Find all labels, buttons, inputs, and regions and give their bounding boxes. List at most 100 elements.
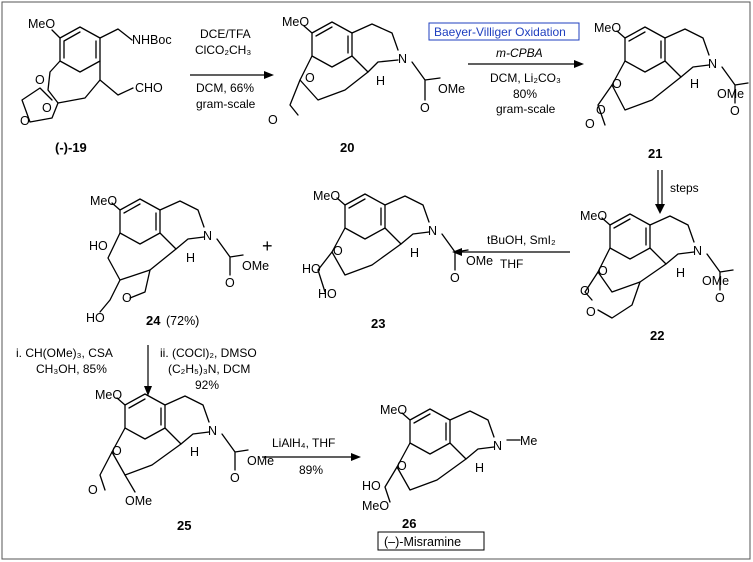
svg-text:80%: 80% xyxy=(513,87,537,101)
svg-text:tBuOH, SmI₂: tBuOH, SmI₂ xyxy=(487,233,556,247)
arrow-s2 xyxy=(468,60,584,68)
arrow-s3 xyxy=(655,170,665,214)
svg-text:MeO: MeO xyxy=(282,15,309,29)
svg-text:OMe: OMe xyxy=(125,494,152,508)
svg-text:HO: HO xyxy=(89,239,108,253)
compound-22-label: 22 xyxy=(650,328,664,343)
svg-text:O: O xyxy=(268,113,278,127)
compound-23-label: 23 xyxy=(371,316,385,331)
svg-text:O: O xyxy=(596,103,606,117)
svg-text:92%: 92% xyxy=(195,378,219,392)
svg-text:gram-scale: gram-scale xyxy=(196,97,256,111)
svg-text:H: H xyxy=(475,461,484,475)
conditions-s5: i. CH(OMe)₃, CSA CH₃OH, 85% ii. (COCl)₂,… xyxy=(16,346,257,392)
svg-text:ClCO₂CH₃: ClCO₂CH₃ xyxy=(195,43,251,57)
svg-text:OMe: OMe xyxy=(438,82,465,96)
svg-text:CH₃OH, 85%: CH₃OH, 85% xyxy=(36,362,107,376)
svg-text:MeO: MeO xyxy=(90,194,117,208)
svg-text:O: O xyxy=(112,444,122,458)
c19-cho: CHO xyxy=(135,81,163,95)
svg-text:OMe: OMe xyxy=(247,454,274,468)
svg-text:MeO: MeO xyxy=(95,388,122,402)
svg-text:N: N xyxy=(398,52,407,66)
svg-text:O: O xyxy=(580,284,590,298)
conditions-s1: DCE/TFA ClCO₂CH₃ DCM, 66% gram-scale xyxy=(195,27,256,111)
svg-text:H: H xyxy=(186,251,195,265)
svg-text:H: H xyxy=(376,74,385,88)
svg-text:N: N xyxy=(203,229,212,243)
svg-text:O: O xyxy=(20,114,30,128)
baeyer-villiger-box: Baeyer-Villiger Oxidation xyxy=(428,22,580,41)
svg-text:MeO: MeO xyxy=(313,189,340,203)
svg-text:LiAlH₄, THF: LiAlH₄, THF xyxy=(272,436,335,450)
svg-text:HO: HO xyxy=(302,262,321,276)
compound-25-label: 25 xyxy=(177,518,191,533)
compound-24: MeO HO HO O N H O OMe 24 (72%) xyxy=(86,194,269,328)
svg-text:(C₂H₅)₃N, DCM: (C₂H₅)₃N, DCM xyxy=(168,362,250,376)
svg-text:O: O xyxy=(612,77,622,91)
svg-text:HO: HO xyxy=(362,479,381,493)
compound-26: MeO HO MeO N H Me O 26 (–)-Misramine xyxy=(362,403,537,551)
svg-text:H: H xyxy=(690,77,699,91)
svg-text:OMe: OMe xyxy=(717,87,744,101)
compound-26-label: 26 xyxy=(402,516,416,531)
svg-text:DCM, Li₂CO₃: DCM, Li₂CO₃ xyxy=(490,71,561,85)
svg-text:N: N xyxy=(708,57,717,71)
svg-text:steps: steps xyxy=(670,181,699,195)
svg-text:DCM, 66%: DCM, 66% xyxy=(196,81,254,95)
compound-23: MeO HO HO N H O OMe O 23 xyxy=(302,189,493,331)
svg-text:89%: 89% xyxy=(299,463,323,477)
arrow-s4 xyxy=(452,248,570,256)
compound-19-label: (-)-19 xyxy=(55,140,87,155)
svg-text:Me: Me xyxy=(520,434,537,448)
svg-text:N: N xyxy=(428,224,437,238)
compound-20-label: 20 xyxy=(340,140,354,155)
svg-text:H: H xyxy=(410,246,419,260)
svg-text:O: O xyxy=(598,264,608,278)
compound-24-label: 24 xyxy=(146,313,161,328)
svg-text:O: O xyxy=(397,459,407,473)
svg-text:O: O xyxy=(122,291,132,305)
svg-text:O: O xyxy=(730,104,740,118)
conditions-s2: m-CPBA DCM, Li₂CO₃ 80% gram-scale xyxy=(490,46,561,116)
svg-text:MeO: MeO xyxy=(380,403,407,417)
svg-text:H: H xyxy=(190,445,199,459)
svg-text:ii. (COCl)₂, DMSO: ii. (COCl)₂, DMSO xyxy=(160,346,257,360)
c19-meo: MeO xyxy=(28,17,55,31)
svg-text:HO: HO xyxy=(318,287,337,301)
svg-text:N: N xyxy=(208,424,217,438)
product-name: (–)-Misramine xyxy=(384,535,461,549)
compound-19: MeO NHBoc CHO O O O (-)-19 xyxy=(20,17,172,155)
svg-text:O: O xyxy=(715,291,725,305)
svg-text:OMe: OMe xyxy=(466,254,493,268)
plus-sign: + xyxy=(262,236,273,256)
svg-text:O: O xyxy=(305,71,315,85)
svg-text:O: O xyxy=(586,305,596,319)
svg-text:HO: HO xyxy=(86,311,105,325)
svg-text:i. CH(OMe)₃, CSA: i. CH(OMe)₃, CSA xyxy=(16,346,113,360)
svg-text:MeO: MeO xyxy=(580,209,607,223)
svg-text:MeO: MeO xyxy=(362,499,389,513)
svg-text:OMe: OMe xyxy=(242,259,269,273)
compound-21: MeO O N H O OMe O O 21 xyxy=(585,21,749,161)
product-name-box xyxy=(377,531,485,551)
svg-text:N: N xyxy=(493,439,502,453)
svg-text:O: O xyxy=(42,101,52,115)
svg-text:THF: THF xyxy=(500,257,523,271)
svg-text:O: O xyxy=(35,73,45,87)
compound-22: MeO O N H O OMe O O 22 xyxy=(580,209,734,343)
compound-25: MeO O OMe N H O OMe O 25 xyxy=(88,388,274,533)
conditions-s4: tBuOH, SmI₂ THF xyxy=(487,233,556,271)
svg-text:O: O xyxy=(450,271,460,285)
arrow-s6 xyxy=(262,453,361,461)
arrow-s1 xyxy=(190,71,274,79)
compound-20: MeO O N H O OMe O 20 xyxy=(268,15,465,155)
svg-text:OMe: OMe xyxy=(702,274,729,288)
svg-text:MeO: MeO xyxy=(594,21,621,35)
compound-21-label: 21 xyxy=(648,146,662,161)
svg-text:DCE/TFA: DCE/TFA xyxy=(200,27,251,41)
conditions-s3: steps xyxy=(670,181,699,195)
svg-text:O: O xyxy=(333,244,343,258)
